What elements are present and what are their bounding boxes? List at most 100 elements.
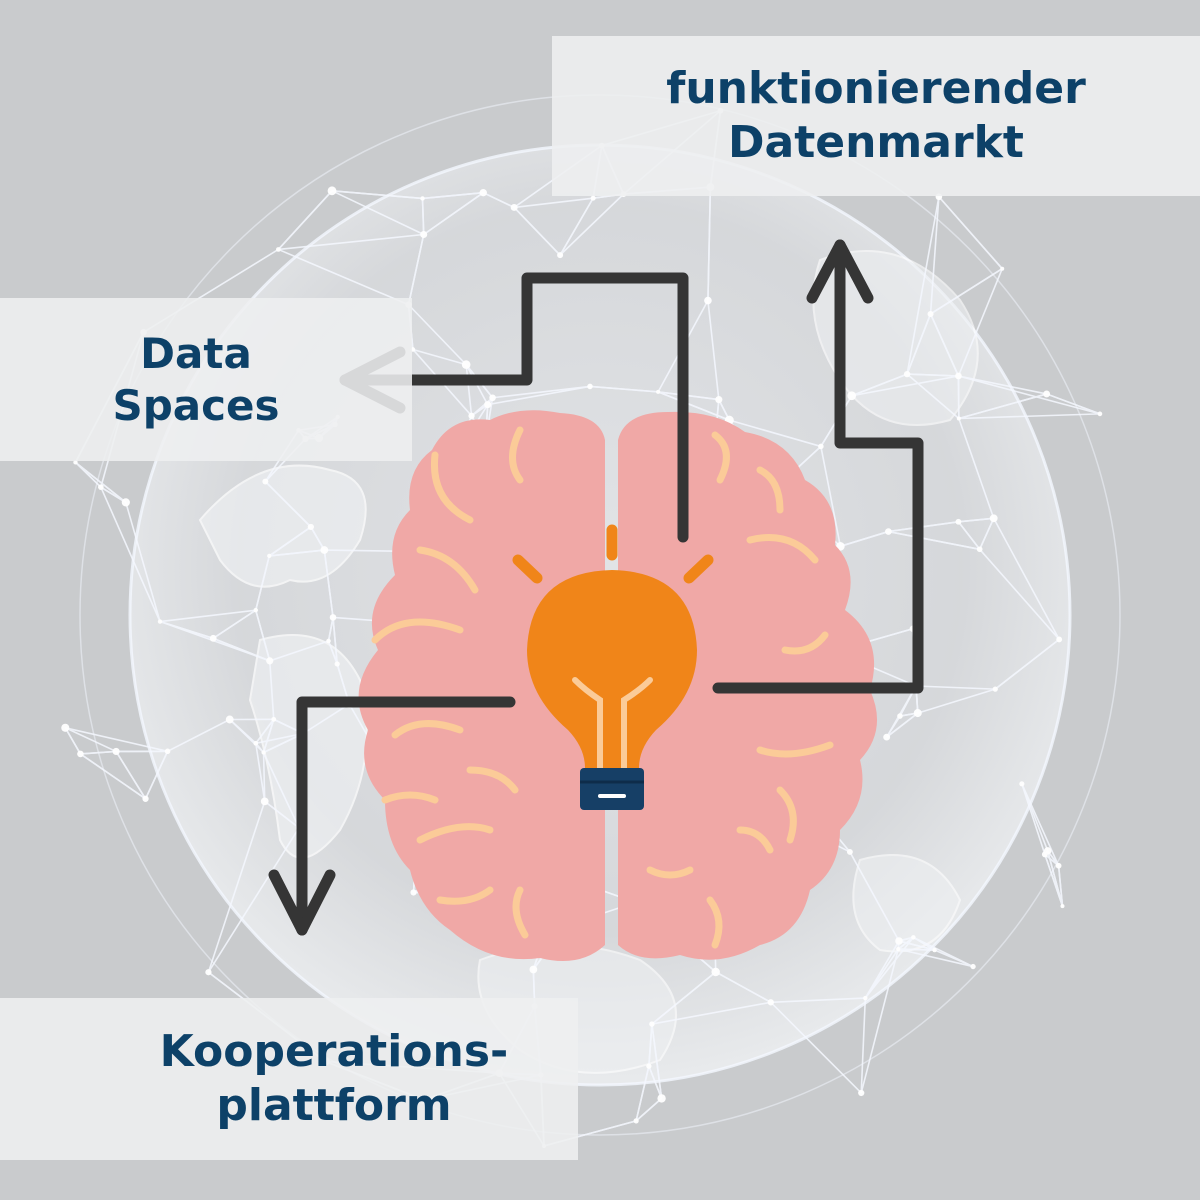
network-node	[420, 230, 428, 239]
network-node	[649, 1021, 655, 1027]
network-link	[323, 549, 334, 618]
network-node	[883, 733, 891, 741]
network-link	[278, 233, 424, 251]
network-node	[657, 1094, 666, 1103]
network-link	[651, 1001, 771, 1025]
network-link	[707, 187, 712, 301]
label-data-spaces: Data Spaces	[0, 298, 412, 461]
network-link	[888, 530, 980, 551]
network-node	[276, 247, 281, 252]
network-link	[906, 313, 932, 375]
network-node	[863, 995, 868, 1001]
network-node	[587, 383, 593, 390]
network-node	[61, 723, 70, 732]
network-link	[514, 197, 594, 209]
network-node	[142, 795, 149, 802]
network-node	[484, 401, 492, 409]
network-link	[898, 940, 935, 951]
network-node	[913, 709, 922, 718]
network-link	[994, 638, 1060, 690]
network-link	[912, 936, 936, 951]
network-link	[421, 198, 425, 235]
network-link	[264, 480, 312, 528]
network-node	[858, 1089, 865, 1097]
network-node	[847, 391, 857, 401]
network-link	[80, 750, 117, 755]
network-link	[310, 526, 326, 551]
network-link	[860, 998, 867, 1093]
network-link	[513, 206, 561, 256]
network-node	[711, 967, 720, 977]
network-link	[269, 549, 325, 557]
network-node	[164, 748, 171, 755]
network-node	[1056, 636, 1063, 643]
network-link	[207, 827, 300, 973]
network-link	[770, 997, 866, 1004]
network-node	[911, 935, 916, 940]
network-link	[115, 751, 147, 800]
network-node	[956, 416, 961, 421]
network-node	[970, 963, 976, 970]
network-link	[906, 373, 960, 420]
network-link	[254, 555, 271, 611]
network-node	[489, 394, 496, 402]
network-node	[157, 619, 163, 624]
network-link	[898, 948, 974, 968]
network-node	[976, 546, 983, 553]
network-node	[121, 498, 130, 507]
network-node	[334, 661, 340, 667]
network-link	[651, 971, 717, 1025]
network-node	[98, 484, 104, 490]
brain-folds	[371, 426, 834, 949]
network-link	[277, 190, 333, 250]
label-data-spaces-text: Data Spaces	[112, 329, 280, 430]
label-datenmarkt: funktionierender Datenmarkt	[552, 36, 1200, 196]
network-node	[266, 657, 274, 665]
network-node	[307, 523, 314, 531]
network-link	[229, 718, 265, 754]
network-link	[864, 940, 900, 999]
network-link	[212, 609, 257, 639]
network-node	[225, 715, 234, 724]
network-link	[482, 191, 515, 209]
network-link	[729, 419, 822, 448]
network-link	[770, 1001, 862, 1094]
network-node	[557, 252, 564, 259]
network-link	[264, 800, 300, 829]
network-link	[992, 517, 1060, 640]
network-node	[262, 478, 269, 485]
network-link	[471, 397, 494, 417]
network-link	[254, 743, 266, 802]
network-node	[896, 947, 901, 952]
network-node	[1097, 411, 1103, 417]
network-node	[1019, 781, 1025, 787]
network-node	[253, 741, 259, 746]
network-link	[268, 660, 275, 720]
network-node	[955, 372, 962, 380]
network-link	[262, 719, 275, 753]
network-node	[77, 750, 84, 758]
network-link	[929, 196, 940, 315]
network-link	[958, 393, 1047, 420]
network-node	[1060, 904, 1065, 909]
network-node	[410, 889, 417, 896]
network-link	[957, 521, 981, 550]
network-link	[1046, 393, 1101, 415]
network-link	[589, 385, 659, 393]
network-node	[468, 412, 475, 419]
network-link	[64, 727, 82, 755]
network-node	[420, 196, 425, 201]
network-link	[958, 375, 1047, 395]
light-bulb-icon	[512, 524, 714, 810]
network-node	[1043, 847, 1052, 855]
network-node	[327, 186, 337, 196]
network-link	[262, 752, 300, 829]
network-link	[487, 385, 591, 406]
network-node	[1000, 266, 1005, 271]
network-node	[320, 546, 329, 554]
network-link	[860, 948, 900, 1094]
network-node	[955, 518, 962, 525]
network-node	[461, 360, 471, 369]
network-link	[327, 617, 334, 642]
network-link	[648, 1065, 663, 1099]
